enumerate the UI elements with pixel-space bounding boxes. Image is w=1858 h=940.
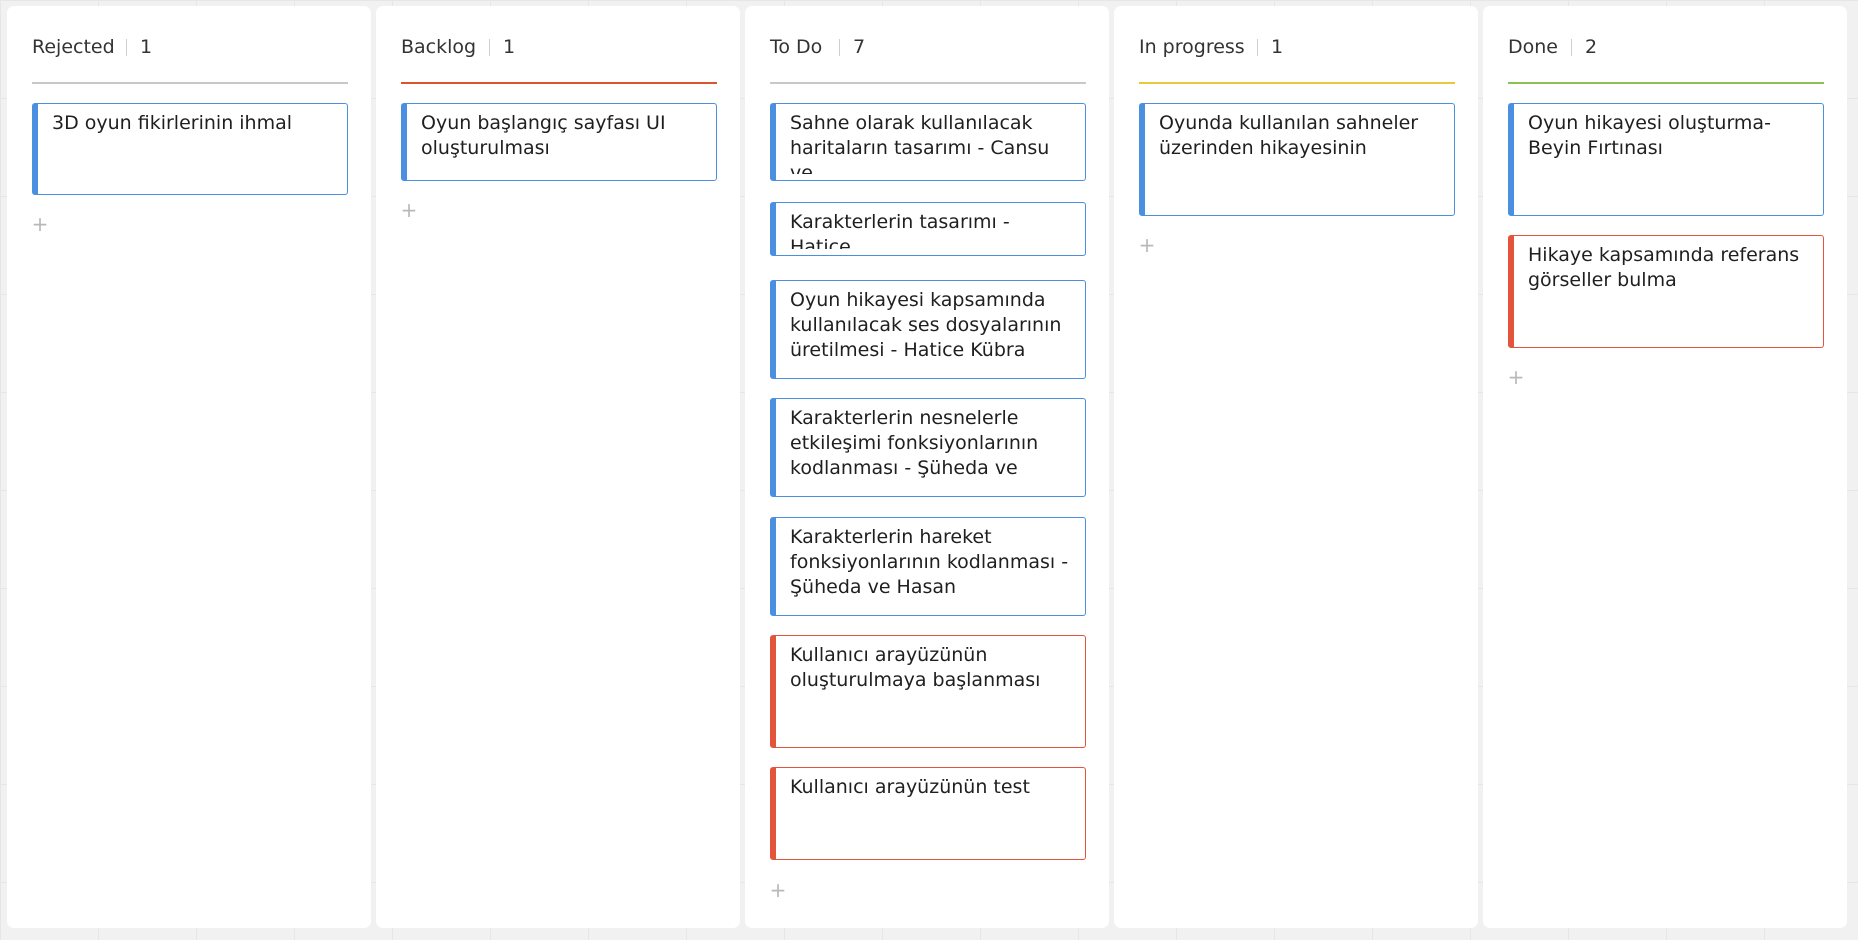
task-card[interactable]: Kullanıcı arayüzünün oluşturulmaya başla… (770, 635, 1086, 748)
header-divider (1571, 39, 1572, 56)
card-count: 1 (503, 36, 516, 58)
task-card[interactable]: Kullanıcı arayüzünün test (770, 767, 1086, 860)
add-card-plus-icon[interactable]: + (1507, 365, 1525, 389)
header-divider (839, 39, 840, 56)
card-title: Karakterlerin nesnelerle etkileşimi fonk… (790, 407, 1039, 479)
card-title: Hikaye kapsamında referans görseller bul… (1528, 244, 1800, 291)
card-title: Oyun başlangıç sayfası UI oluşturulması (421, 112, 666, 159)
column-to-do: To Do 7 Sahne olarak kullanılacak harita… (745, 6, 1109, 928)
add-card-plus-icon[interactable]: + (769, 878, 787, 902)
column-header: To Do 7 (770, 30, 1086, 84)
task-card[interactable]: Karakterlerin nesnelerle etkileşimi fonk… (770, 398, 1086, 497)
column-title[interactable]: Rejected (32, 36, 115, 58)
column-header: Backlog 1 (401, 30, 717, 84)
column-in-progress: In progress 1 Oyunda kullanılan sahneler… (1114, 6, 1478, 928)
column-title[interactable]: In progress (1139, 36, 1245, 58)
card-title: Oyun hikayesi kapsamında kullanılacak se… (790, 289, 1062, 361)
task-card[interactable]: Oyun başlangıç sayfası UI oluşturulması (401, 103, 717, 181)
header-divider (489, 39, 490, 56)
column-backlog: Backlog 1 Oyun başlangıç sayfası UI oluş… (376, 6, 740, 928)
card-title: Kullanıcı arayüzünün test (790, 776, 1030, 798)
task-card[interactable]: Oyun hikayesi oluşturma- Beyin Fırtınası (1508, 103, 1824, 216)
column-header: Done 2 (1508, 30, 1824, 84)
column-rejected: Rejected 1 3D oyun fikirlerinin ihmal + (7, 6, 371, 928)
card-count: 7 (853, 36, 866, 58)
task-card[interactable]: Hikaye kapsamında referans görseller bul… (1508, 235, 1824, 348)
header-divider (126, 39, 127, 56)
card-title: Oyun hikayesi oluşturma- Beyin Fırtınası (1528, 112, 1771, 159)
card-title: 3D oyun fikirlerinin ihmal (52, 112, 293, 134)
add-card-plus-icon[interactable]: + (1138, 233, 1156, 257)
card-count: 1 (1271, 36, 1284, 58)
card-title: Kullanıcı arayüzünün oluşturulmaya başla… (790, 644, 1041, 691)
task-card[interactable]: Oyun hikayesi kapsamında kullanılacak se… (770, 280, 1086, 379)
task-card[interactable]: Oyunda kullanılan sahneler üzerinden hik… (1139, 103, 1455, 216)
column-title[interactable]: To Do (770, 36, 823, 58)
add-card-plus-icon[interactable]: + (31, 212, 49, 236)
card-count: 2 (1585, 36, 1598, 58)
card-title: Karakterlerin tasarımı - Hatice (790, 211, 1010, 249)
task-card[interactable]: Karakterlerin hareket fonksiyonlarının k… (770, 517, 1086, 616)
task-card[interactable]: Karakterlerin tasarımı - Hatice (770, 202, 1086, 256)
card-count: 1 (140, 36, 153, 58)
column-header: In progress 1 (1139, 30, 1455, 84)
task-card[interactable]: Sahne olarak kullanılacak haritaların ta… (770, 103, 1086, 181)
add-card-plus-icon[interactable]: + (400, 198, 418, 222)
header-divider (1257, 39, 1258, 56)
card-title: Karakterlerin hareket fonksiyonlarının k… (790, 526, 1069, 598)
column-done: Done 2 Oyun hikayesi oluşturma- Beyin Fı… (1483, 6, 1847, 928)
task-card[interactable]: 3D oyun fikirlerinin ihmal (32, 103, 348, 195)
column-title[interactable]: Done (1508, 36, 1558, 58)
column-title[interactable]: Backlog (401, 36, 477, 58)
card-title: Sahne olarak kullanılacak haritaların ta… (790, 112, 1050, 174)
column-header: Rejected 1 (32, 30, 348, 84)
card-title: Oyunda kullanılan sahneler üzerinden hik… (1159, 112, 1419, 159)
